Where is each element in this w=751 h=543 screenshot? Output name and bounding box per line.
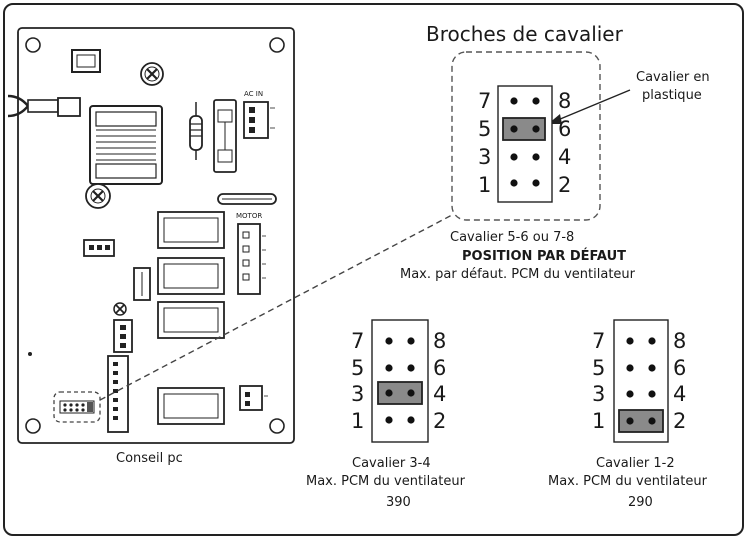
resistor [189, 102, 203, 160]
callout-line-1: Cavalier en [636, 70, 710, 85]
motor-label: MOTOR [236, 212, 263, 220]
relay-4 [157, 387, 225, 425]
motor-connector [237, 223, 266, 295]
block-34-caption-3: 390 [386, 495, 411, 510]
mount-hole-top-right [269, 37, 285, 53]
spade-terminal [7, 94, 81, 118]
block-12-caption-3: 290 [628, 495, 653, 510]
pin-label-7: 7 [478, 89, 492, 113]
jumper-3-4 [377, 381, 423, 405]
pin-label-3: 3 [592, 382, 606, 406]
pin-label-1: 1 [592, 409, 606, 433]
pin-label-3: 3 [478, 145, 492, 169]
pin-label-1: 1 [351, 409, 365, 433]
block-12-caption-2: Max. PCM du ventilateur [548, 474, 707, 489]
pin-label-2: 2 [673, 409, 687, 433]
screw-middle [85, 183, 111, 209]
fuse-holder [213, 99, 237, 173]
relay-2 [157, 257, 225, 295]
block-34-caption-2: Max. PCM du ventilateur [306, 474, 465, 489]
callout-arrow-line [552, 89, 631, 123]
pin-label-5: 5 [592, 356, 606, 380]
default-caption-2: POSITION PAR DÉFAUT [462, 249, 627, 264]
jumper-default-5-6 [502, 117, 546, 141]
pin-label-6: 6 [433, 356, 447, 380]
relay-1 [157, 211, 225, 249]
pin-block-1-2 [613, 319, 669, 443]
pin-label-2: 2 [433, 409, 447, 433]
leader-dashed-line [99, 214, 453, 401]
default-block-highlight [451, 51, 601, 221]
jumper-1-2 [618, 409, 664, 433]
pin-label-7: 7 [592, 329, 606, 353]
relay-3 [157, 301, 225, 339]
pin-label-7: 7 [351, 329, 365, 353]
pin-label-8: 8 [433, 329, 447, 353]
mount-hole-bottom-left [25, 418, 41, 434]
pin-label-4: 4 [433, 382, 447, 406]
screw-top [140, 62, 164, 86]
block-34-caption-1: Cavalier 3-4 [352, 456, 431, 471]
pin-label-4: 4 [673, 382, 687, 406]
ac-in-label: AC IN [244, 90, 264, 98]
board-jumper-pins [59, 400, 95, 414]
default-caption-1: Cavalier 5-6 ou 7-8 [450, 230, 575, 245]
pin-label-6: 6 [558, 117, 572, 141]
block-12-caption-1: Cavalier 1-2 [596, 456, 675, 471]
pin-label-5: 5 [478, 117, 492, 141]
pin-label-5: 5 [351, 356, 365, 380]
board-caption: Conseil pc [116, 451, 183, 466]
pin-label-2: 2 [558, 173, 572, 197]
mount-hole-bottom-right [269, 418, 285, 434]
connector-3pin-middle [113, 319, 133, 353]
pin-label-8: 8 [558, 89, 572, 113]
diagram-title: Broches de cavalier [426, 22, 623, 46]
crystal-component [71, 49, 101, 73]
ac-in-connector [243, 101, 275, 139]
connector-3pin-left [83, 239, 115, 257]
pin-label-4: 4 [558, 145, 572, 169]
mount-hole-top-left [25, 37, 41, 53]
pin-block-default [497, 85, 553, 203]
outer-frame [3, 3, 744, 536]
pin-label-8: 8 [673, 329, 687, 353]
connector-2pin [239, 385, 268, 411]
pin-label-1: 1 [478, 173, 492, 197]
pin-label-6: 6 [673, 356, 687, 380]
callout-line-2: plastique [642, 88, 702, 103]
default-caption-3: Max. par défaut. PCM du ventilateur [400, 267, 636, 282]
screw-small [113, 302, 127, 316]
pin-block-3-4 [371, 319, 429, 443]
transformer [89, 105, 163, 185]
header-connector-long [107, 355, 129, 433]
pin-label-3: 3 [351, 382, 365, 406]
via-dot [28, 352, 32, 356]
board-jumper-highlight [53, 391, 101, 423]
